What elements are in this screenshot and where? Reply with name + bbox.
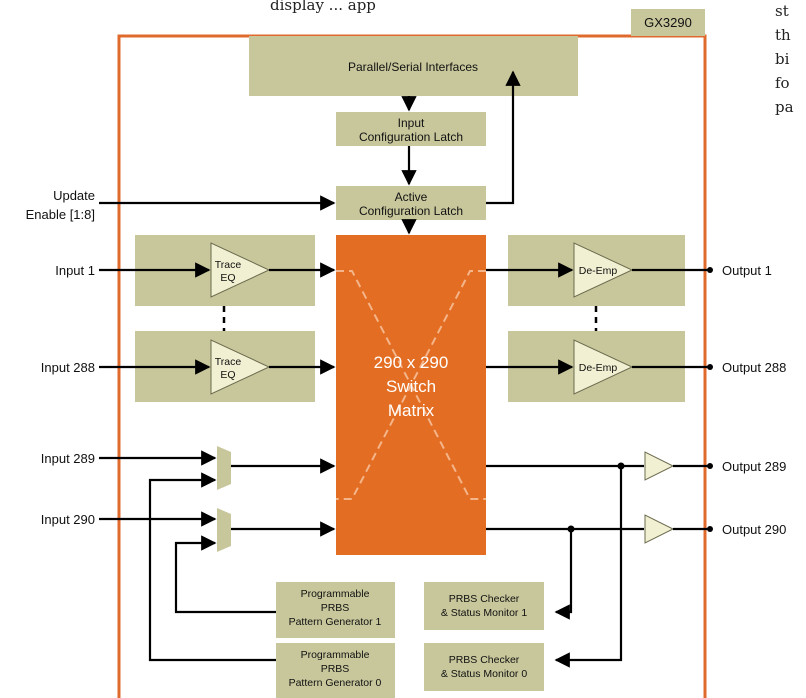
update-enable-label-2: Enable [1:8] — [26, 207, 95, 222]
trace-eq-288-label-1: Trace — [215, 356, 242, 368]
output-289-label: Output 289 — [722, 459, 786, 474]
trace-eq-1-label-1: Trace — [215, 259, 242, 271]
de-emp-amp-1 — [573, 242, 634, 298]
prbs-gen-0-to-mux-289-wire — [148, 472, 276, 662]
de-emp-288-label: De-Emp — [579, 362, 618, 374]
input-289-label: Input 289 — [41, 451, 95, 466]
active-latch-block — [336, 186, 486, 220]
output-1-label: Output 1 — [722, 263, 772, 278]
prbs-chk-1-label-2: & Status Monitor 1 — [441, 607, 528, 619]
output-288-dot — [707, 364, 713, 370]
output-288-label: Output 288 — [722, 360, 786, 375]
side-text-5: pa — [775, 98, 794, 116]
matrix-label-2: Switch — [386, 377, 436, 396]
chip-name: GX3290 — [644, 15, 692, 30]
buffer-289 — [644, 451, 675, 481]
active-latch-label-2: Configuration Latch — [359, 204, 463, 218]
side-text-2: th — [775, 26, 791, 44]
output-289-dot — [707, 463, 713, 469]
input-288-label: Input 288 — [41, 360, 95, 375]
mux-290 — [217, 508, 231, 552]
prbs-gen-1-label-2: PRBS — [321, 602, 350, 614]
tap-289-to-checker-0-wire — [554, 466, 623, 668]
parallel-serial-block — [249, 36, 578, 96]
trace-eq-amp-1 — [210, 242, 271, 298]
output-1-dot — [707, 267, 713, 273]
prbs-chk-0-label-1: PRBS Checker — [449, 654, 520, 666]
matrix-label-3: Matrix — [388, 401, 435, 420]
prbs-gen-1-label-3: Pattern Generator 1 — [289, 616, 382, 628]
top-text-fragment: display ... app — [270, 0, 376, 14]
input-latch-label-2: Configuration Latch — [359, 130, 463, 144]
input-latch-label-1: Input — [398, 116, 425, 130]
side-text-3: bi — [775, 50, 790, 68]
side-text-4: fo — [775, 74, 790, 92]
input-latch-block — [336, 112, 486, 146]
trace-eq-1-label-2: EQ — [220, 272, 235, 284]
prbs-gen-0-label-3: Pattern Generator 0 — [289, 677, 382, 689]
input-1-label: Input 1 — [55, 263, 95, 278]
mux-289 — [217, 446, 231, 490]
chip-name-tag — [631, 9, 705, 36]
prbs-gen-0-label-2: PRBS — [321, 663, 350, 675]
switch-matrix — [336, 235, 486, 555]
prbs-gen-1-block — [276, 582, 395, 638]
prbs-gen-1-to-mux-290-wire — [174, 535, 276, 614]
prbs-chk-1-block — [424, 582, 544, 630]
trace-eq-288-label-2: EQ — [220, 369, 235, 381]
output-290-dot — [707, 526, 713, 532]
prbs-chk-0-block — [424, 643, 544, 691]
tap-290-to-checker-1-wire — [554, 529, 573, 620]
buffer-290 — [644, 514, 675, 544]
prbs-chk-0-label-2: & Status Monitor 0 — [441, 668, 528, 680]
prbs-gen-0-label-1: Programmable — [301, 649, 370, 661]
matrix-dash-2 — [336, 270, 486, 500]
matrix-label-1: 290 x 290 — [374, 353, 449, 372]
prbs-chk-1-label-1: PRBS Checker — [449, 593, 520, 605]
prbs-gen-0-block — [276, 643, 395, 698]
de-emp-1-label: De-Emp — [579, 265, 618, 277]
de-emp-amp-288 — [573, 339, 634, 395]
side-text-1: st — [775, 2, 789, 20]
active-latch-label-1: Active — [395, 190, 428, 204]
prbs-gen-1-label-1: Programmable — [301, 588, 370, 600]
update-enable-label-1: Update — [53, 188, 95, 203]
output-290-label: Output 290 — [722, 522, 786, 537]
input-290-label: Input 290 — [41, 512, 95, 527]
parallel-serial-label: Parallel/Serial Interfaces — [348, 60, 478, 74]
trace-eq-amp-288 — [210, 339, 271, 395]
arrow-active-latch-to-ps — [486, 70, 521, 205]
